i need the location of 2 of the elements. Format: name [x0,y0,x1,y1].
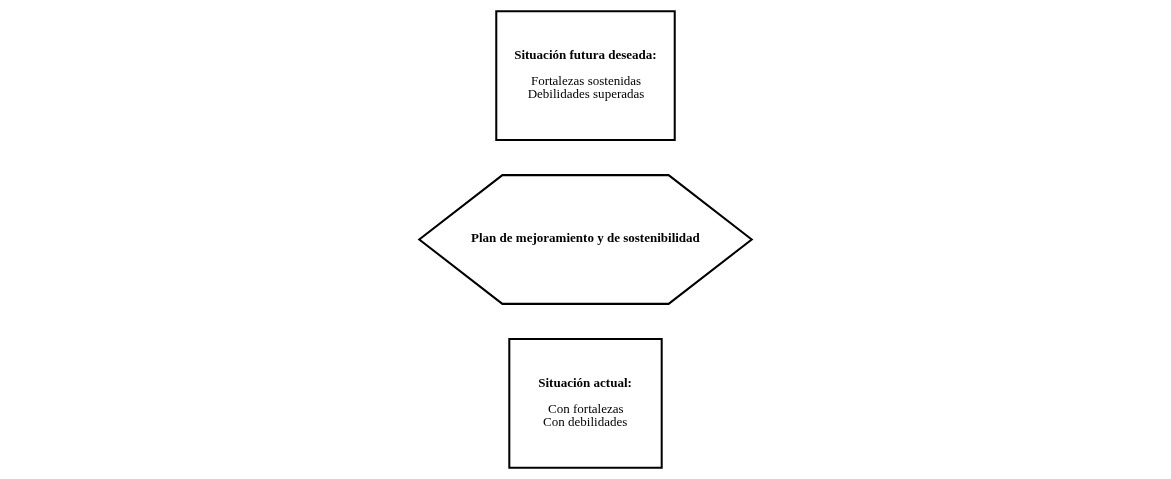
node-box: Situación actual: Con fortalezas Con debilidades [508,337,663,469]
node-box: Situación futura deseada: Fortalezas sostenidas Debilidades superadas [495,10,676,142]
